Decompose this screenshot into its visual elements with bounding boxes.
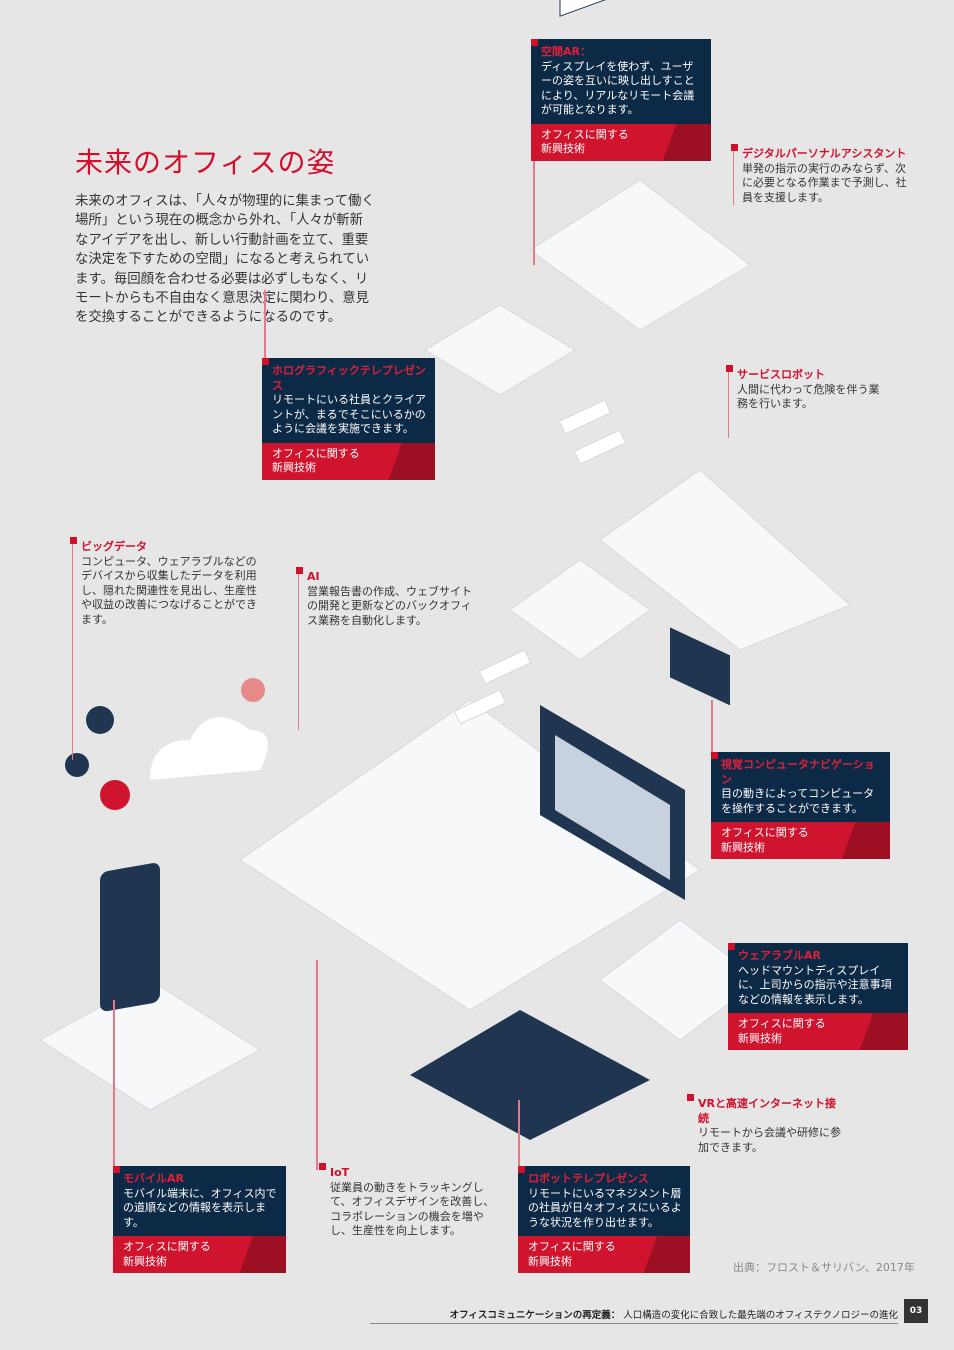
user-icon <box>100 780 130 810</box>
marker <box>70 537 77 544</box>
pie-chart-panel <box>670 627 730 706</box>
marker <box>518 1166 525 1173</box>
mobile-phone <box>100 863 160 1012</box>
callout-visual-computer-navigation: 視覚コンピュータナビゲーション目の動きによってコンピュータを操作することができま… <box>711 752 890 859</box>
connector-line <box>533 155 535 265</box>
marker <box>687 1094 694 1101</box>
marker <box>531 39 538 46</box>
platform-hologram <box>424 304 576 396</box>
dashboard-panel <box>559 0 611 17</box>
marker <box>296 567 303 574</box>
callout-text: リモートにいる社員とクライアントが、まるでそこにいるかのように会議を実施できます… <box>272 393 426 435</box>
tablet-device <box>410 1010 650 1140</box>
connector-line <box>264 290 266 358</box>
platform-finance <box>509 559 651 661</box>
callout-heading: ウェアラブルAR <box>738 949 821 962</box>
category-tag: オフィスに関する新興技術 <box>728 1013 908 1050</box>
callout-text: 目の動きによってコンピュータを操作することができます。 <box>721 787 875 815</box>
callout-text: ディスプレイを使わず、ユーザーの姿を互いに映し出しすことにより、リアルなリモート… <box>541 59 695 117</box>
category-tag: オフィスに関する新興技術 <box>531 123 711 161</box>
connector-line <box>518 1100 520 1166</box>
callout-text: モバイル端末に、オフィス内での道順などの情報を表示します。 <box>123 1186 277 1229</box>
page-number: 03 <box>904 1299 928 1323</box>
callout-spatial-ar: 空間AR：ディスプレイを使わず、ユーザーの姿を互いに映し出しすことにより、リアル… <box>531 39 711 161</box>
marker <box>113 1166 120 1173</box>
note-service-robot: サービスロボット人間に代わって危険を伴う業務を行います。 <box>726 365 883 438</box>
connector-line <box>316 960 318 1170</box>
footer-subtitle: 人口構造の変化に合致した最先端のオフィステクノロジーの進化 <box>623 1310 898 1321</box>
callout-heading: ホログラフィックテレプレゼンス <box>272 364 426 392</box>
callout-holographic-telepresence: ホログラフィックテレプレゼンスリモートにいる社員とクライアントが、まるでそこにい… <box>262 358 435 480</box>
note-digital-personal-assistant: デジタルパーソナルアシスタント単発の指示の実行のみならず、次に必要となる作業まで… <box>731 144 913 205</box>
callout-robot-telepresence: ロボットテレプレゼンスリモートにいるマネジメント層の社員が日々オフィスにいるよう… <box>518 1166 690 1273</box>
marker <box>711 752 718 759</box>
user-icon <box>241 678 265 702</box>
platform-mobile <box>39 979 261 1111</box>
cloud-icon <box>150 717 268 780</box>
callout-heading: ロボットテレプレゼンス <box>528 1172 649 1185</box>
category-tag: オフィスに関する新興技術 <box>113 1236 286 1273</box>
category-tag: オフィスに関する新興技術 <box>518 1236 690 1273</box>
marker <box>262 358 269 365</box>
callout-text: ヘッドマウントディスプレイに、上司からの指示や注意事項などの情報を表示します。 <box>738 963 892 1006</box>
connector-line <box>711 700 713 752</box>
marker <box>731 144 738 151</box>
callout-heading: 空間AR： <box>541 45 591 58</box>
footer-title: オフィスコミュニケーションの再定義： <box>449 1310 621 1321</box>
category-tag: オフィスに関する新興技術 <box>711 822 890 859</box>
page-title: 未来のオフィスの姿 <box>75 146 336 179</box>
platform-robot <box>599 469 851 651</box>
connector-line <box>113 1000 115 1166</box>
intro-paragraph: 未来のオフィスは、「人々が物理的に集まって働く場所」という現在の概念から外れ、「… <box>75 194 375 326</box>
user-icon <box>65 753 89 777</box>
marker <box>726 365 733 372</box>
platform-meeting <box>529 179 751 331</box>
callout-heading: モバイルAR <box>123 1172 184 1185</box>
callout-heading: 視覚コンピュータナビゲーション <box>721 758 875 786</box>
marker <box>319 1163 326 1170</box>
category-tag: オフィスに関する新興技術 <box>262 442 435 480</box>
callout-text: リモートにいるマネジメント層の社員が日々オフィスにいるような状況を作り出せます。 <box>528 1186 682 1229</box>
page-footer: オフィスコミュニケーションの再定義： 人口構造の変化に合致した最先端のオフィステ… <box>370 1307 898 1324</box>
user-icon <box>86 706 114 734</box>
source-citation: 出典：フロスト＆サリバン、2017年 <box>733 1261 915 1274</box>
note-big-data: ビッグデータコンピュータ、ウェアラブルなどのデバイスから収集したデータを利用し、… <box>70 537 262 760</box>
marker <box>728 943 735 950</box>
note-vr-high-speed-internet: VRと高速インターネット接続リモートから会議や研修に参加できます。 <box>687 1094 842 1155</box>
